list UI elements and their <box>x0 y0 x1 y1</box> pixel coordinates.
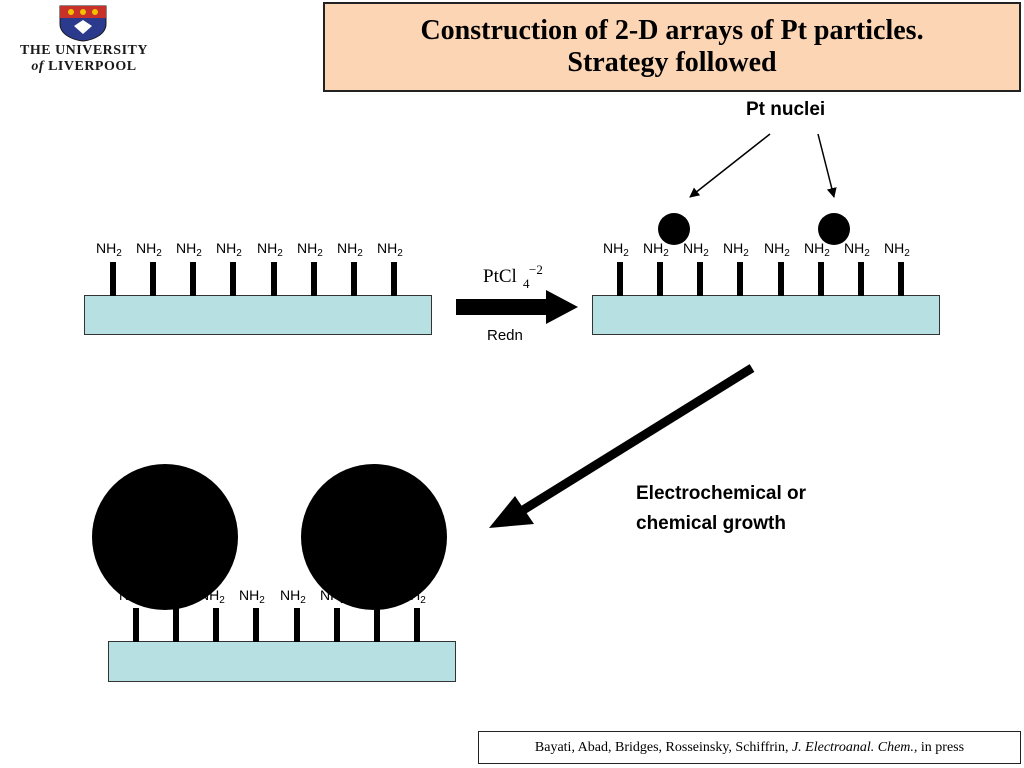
amine-linker <box>657 262 663 296</box>
amine-linker <box>617 262 623 296</box>
amine-linker <box>697 262 703 296</box>
citation-authors: Bayati, Abad, Bridges, Rosseinsky, Schif… <box>534 739 789 755</box>
nh2-label: NH2 <box>239 587 265 606</box>
nuclei-pointer-arrow-right <box>817 133 837 198</box>
logo-line1: THE UNIVERSITY <box>20 43 148 58</box>
nh2-label: NH2 <box>176 240 202 259</box>
logo-line2-prefix: of <box>31 59 45 74</box>
nh2-label: NH2 <box>603 240 629 259</box>
amine-linker <box>271 262 277 296</box>
growth-arrow <box>489 364 755 528</box>
substrate <box>84 295 432 335</box>
amine-linker <box>253 608 259 642</box>
nh2-label: NH2 <box>280 587 306 606</box>
amine-linker <box>334 608 340 642</box>
slide-title: Construction of 2-D arrays of Pt particl… <box>323 2 1021 92</box>
substrate <box>592 295 940 335</box>
nh2-label: NH2 <box>683 240 709 259</box>
reagent-charge: −2 <box>529 262 543 277</box>
growth-label: Electrochemical or chemical growth <box>636 479 806 539</box>
pt-particle <box>658 213 690 245</box>
citation-box: Bayati, Abad, Bridges, Rosseinsky, Schif… <box>478 731 1021 764</box>
nh2-label: NH2 <box>377 240 403 259</box>
nh2-label: NH2 <box>764 240 790 259</box>
title-line2: Strategy followed <box>567 47 777 78</box>
citation-journal: J. Electroanal. Chem., <box>791 739 918 755</box>
amine-linker <box>858 262 864 296</box>
amine-linker <box>818 262 824 296</box>
amine-linker <box>294 608 300 642</box>
nuclei-pointer-arrow-left <box>689 133 771 198</box>
crest-icon <box>59 5 107 42</box>
nh2-label: NH2 <box>884 240 910 259</box>
reagent-formula: PtCl −2 4 <box>483 262 543 291</box>
nh2-label: NH2 <box>643 240 669 259</box>
amine-linker <box>173 608 179 642</box>
nh2-label: NH2 <box>844 240 870 259</box>
amine-linker <box>414 608 420 642</box>
nh2-label: NH2 <box>136 240 162 259</box>
growth-label-line2: chemical growth <box>636 513 786 534</box>
reaction-arrow <box>456 290 578 324</box>
growth-label-line1: Electrochemical or <box>636 483 807 504</box>
logo-line2: of LIVERPOOL <box>14 59 154 75</box>
nh2-label: NH2 <box>337 240 363 259</box>
amine-linker <box>737 262 743 296</box>
amine-linker <box>778 262 784 296</box>
logo-line2-name: LIVERPOOL <box>48 59 137 74</box>
amine-linker <box>213 608 219 642</box>
amine-linker <box>133 608 139 642</box>
amine-linker <box>351 262 357 296</box>
reagent-name: PtCl <box>483 266 517 287</box>
citation-status: in press <box>920 739 965 755</box>
pt-nuclei-label: Pt nuclei <box>746 99 826 120</box>
nh2-label: NH2 <box>257 240 283 259</box>
amine-linker <box>230 262 236 296</box>
nh2-label: NH2 <box>723 240 749 259</box>
reduction-label: Redn <box>487 327 523 344</box>
amine-linker <box>311 262 317 296</box>
amine-linker <box>391 262 397 296</box>
amine-linker <box>150 262 156 296</box>
amine-linker <box>110 262 116 296</box>
title-line1: Construction of 2-D arrays of Pt particl… <box>420 15 924 46</box>
nh2-label: NH2 <box>96 240 122 259</box>
amine-linker <box>190 262 196 296</box>
substrate <box>108 641 456 682</box>
nh2-label: NH2 <box>804 240 830 259</box>
pt-particle <box>301 464 447 610</box>
pt-particle <box>92 464 238 610</box>
pt-particle <box>818 213 850 245</box>
amine-linker <box>374 608 380 642</box>
amine-linker <box>898 262 904 296</box>
university-logo: THE UNIVERSITY of LIVERPOOL <box>0 0 160 80</box>
reagent-subscript: 4 <box>523 276 530 291</box>
nh2-label: NH2 <box>216 240 242 259</box>
nh2-label: NH2 <box>297 240 323 259</box>
